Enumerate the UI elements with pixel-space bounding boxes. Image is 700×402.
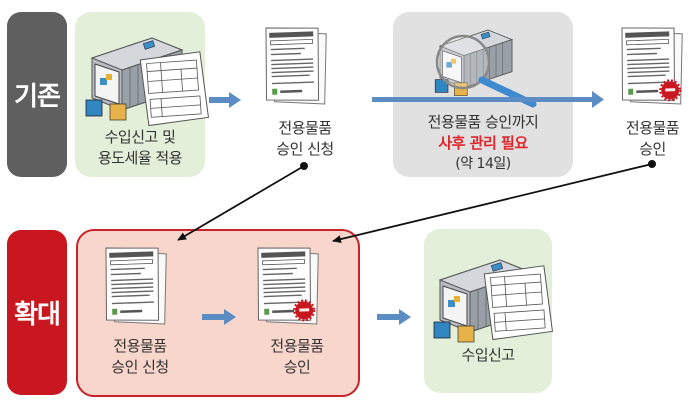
container-with-customs-form-icon	[85, 37, 210, 127]
row-label-expanded: 확대	[7, 230, 67, 395]
arrow-right-icon	[372, 91, 604, 108]
arrow-right-icon	[202, 309, 236, 325]
expanded-step1-caption: 전용물품 승인 신청	[80, 336, 200, 378]
caption-line: 승인 신청	[276, 140, 334, 158]
arrow-right-icon	[209, 92, 241, 108]
expanded-step3-caption: 수입신고	[424, 345, 552, 366]
expanded-step2-caption: 전용물품 승인	[237, 336, 357, 378]
connector-application-to-expanded	[177, 162, 308, 241]
existing-step2-caption: 전용물품 승인 신청	[245, 118, 365, 160]
caption-line: 수입신고	[461, 346, 515, 364]
caption-line: 용도세율 적용	[97, 149, 183, 167]
caption-line: 전용물품	[113, 337, 167, 355]
flow-arrows	[202, 91, 604, 325]
container-with-customs-form-icon	[433, 259, 554, 343]
caption-line: 수입신고 및	[104, 128, 176, 146]
caption-line: 전용물품 승인까지	[427, 113, 539, 131]
existing-step4-caption: 전용물품 승인	[605, 118, 700, 160]
existing-step3-caption: 전용물품 승인까지 사후 관리 필요 (약 14일)	[393, 112, 573, 175]
caption-line: 전용물품	[625, 119, 680, 137]
connector-approval-to-expanded	[332, 160, 656, 244]
approved-document-icon	[255, 245, 322, 327]
application-document-icon	[263, 25, 330, 107]
application-document-icon	[103, 245, 170, 327]
caption-highlight: 사후 관리 필요	[438, 134, 528, 152]
existing-step1-caption: 수입신고 및 용도세율 적용	[75, 127, 205, 169]
row-label-existing: 기존	[7, 12, 67, 177]
magnifier-inspecting-container-icon	[434, 29, 537, 108]
arrow-right-icon	[377, 309, 411, 325]
approved-document-icon	[619, 25, 686, 107]
caption-line: 승인 신청	[111, 358, 169, 376]
caption-line: 승인	[639, 140, 666, 158]
caption-line: 전용물품	[270, 337, 324, 355]
caption-duration: (약 14일)	[455, 156, 511, 172]
caption-line: 전용물품	[278, 119, 332, 137]
caption-line: 승인	[283, 358, 311, 376]
